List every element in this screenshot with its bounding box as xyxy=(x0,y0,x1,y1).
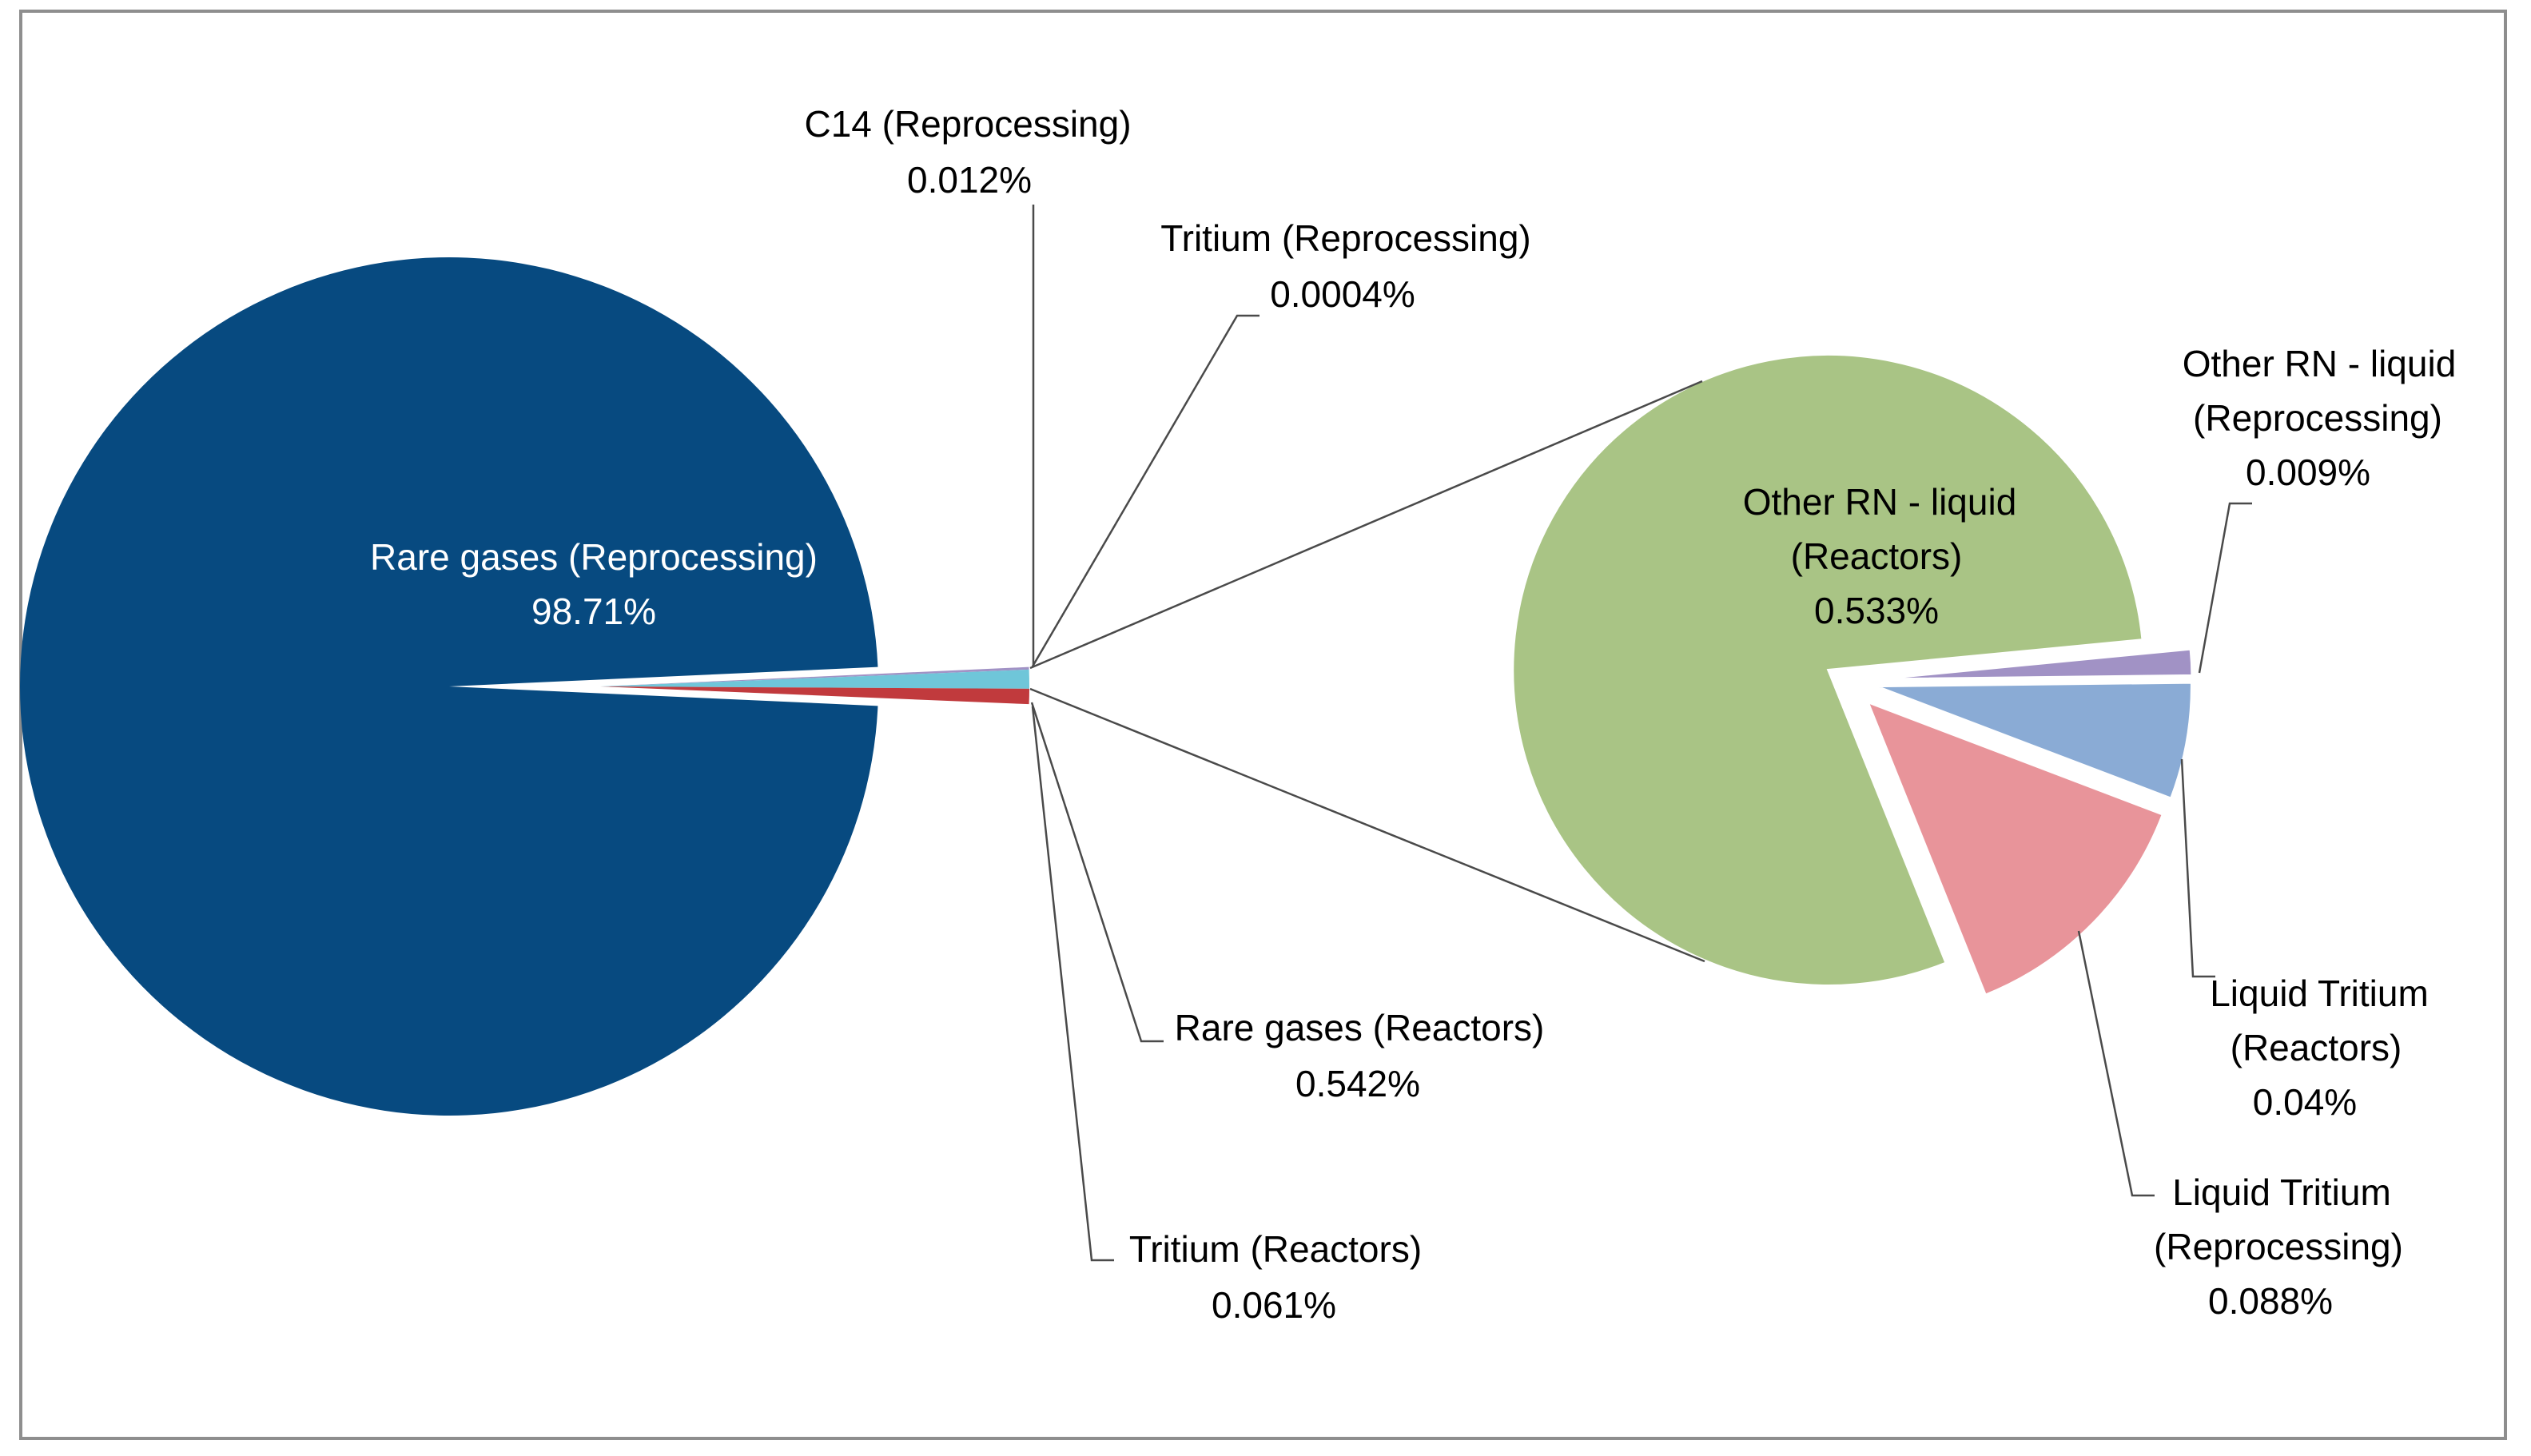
main-slice-label: Rare gases (Reprocessing) xyxy=(370,536,818,578)
leader-line-liquid-tritium-reprocessing xyxy=(2077,930,2155,1197)
leader-line-tritium-reprocessing xyxy=(1031,314,1260,667)
label-other-rn-liquid-reactors-paren: (Reactors) xyxy=(1790,535,1963,577)
label-liquid-tritium-reactors-value: 0.04% xyxy=(2252,1081,2358,1123)
label-other-rn-liquid-reprocessing-paren: (Reprocessing) xyxy=(2193,397,2442,439)
label-tritium-reprocessing: Tritium (Reprocessing) xyxy=(1160,217,1531,259)
series-connector-bottom xyxy=(1029,687,1705,963)
label-tritium-reprocessing-value: 0.0004% xyxy=(1270,273,1415,315)
leader-line-liquid-tritium-reactors xyxy=(2180,758,2215,978)
label-tritium-reactors: Tritium (Reactors) xyxy=(1128,1228,1423,1270)
label-c14-reprocessing-value: 0.012% xyxy=(906,159,1033,201)
label-other-rn-liquid-reprocessing: Other RN - liquid xyxy=(2182,343,2457,384)
label-other-rn-liquid-reprocessing-value: 0.009% xyxy=(2245,452,2371,493)
label-liquid-tritium-reactors: Liquid Tritium xyxy=(2210,973,2429,1014)
secondary-pie-slice-liquid_tritium_reprocessing xyxy=(1865,699,2165,997)
secondary-pie-slice-other_rn_liquid_reactors xyxy=(1511,353,2144,987)
label-rare-gases-reactors: Rare gases (Reactors) xyxy=(1174,1007,1545,1048)
label-liquid-tritium-reactors-paren: (Reactors) xyxy=(2230,1027,2402,1068)
label-other-rn-liquid-reactors-value: 0.533% xyxy=(1813,590,1940,631)
main-slice-value: 98.71% xyxy=(531,591,657,632)
chart-border xyxy=(19,10,2507,1440)
label-other-rn-liquid-reactors: Other RN - liquid xyxy=(1742,481,2017,523)
main-pie-slice-rare_gases_reprocessing xyxy=(20,257,878,1116)
label-liquid-tritium-reprocessing: Liquid Tritium xyxy=(2172,1172,2391,1213)
label-c14-reprocessing: C14 (Reprocessing) xyxy=(804,103,1132,145)
main-pie-slice-c14_reprocessing xyxy=(600,666,1029,686)
secondary-pie-slice-other_rn_liquid_reprocessing xyxy=(1876,647,2194,681)
leader-line-rare-gases-reactors xyxy=(1030,702,1164,1043)
label-rare-gases-reactors-value: 0.542% xyxy=(1295,1063,1421,1104)
label-liquid-tritium-reprocessing-value: 0.088% xyxy=(2207,1280,2334,1322)
label-tritium-reactors-value: 0.061% xyxy=(1211,1284,1337,1326)
leader-line-tritium-reactors xyxy=(1031,706,1114,1262)
main-pie-slice-rare_gases_reactors xyxy=(600,686,1029,705)
series-connector-top xyxy=(1029,380,1703,670)
leader-line-other-rn-liquid-reprocessing xyxy=(2198,502,2252,674)
label-liquid-tritium-reprocessing-paren: (Reprocessing) xyxy=(2154,1226,2403,1267)
secondary-pie-slice-liquid_tritium_reactors xyxy=(1875,681,2193,801)
main-pie-slice-secondary_group xyxy=(600,669,1029,689)
